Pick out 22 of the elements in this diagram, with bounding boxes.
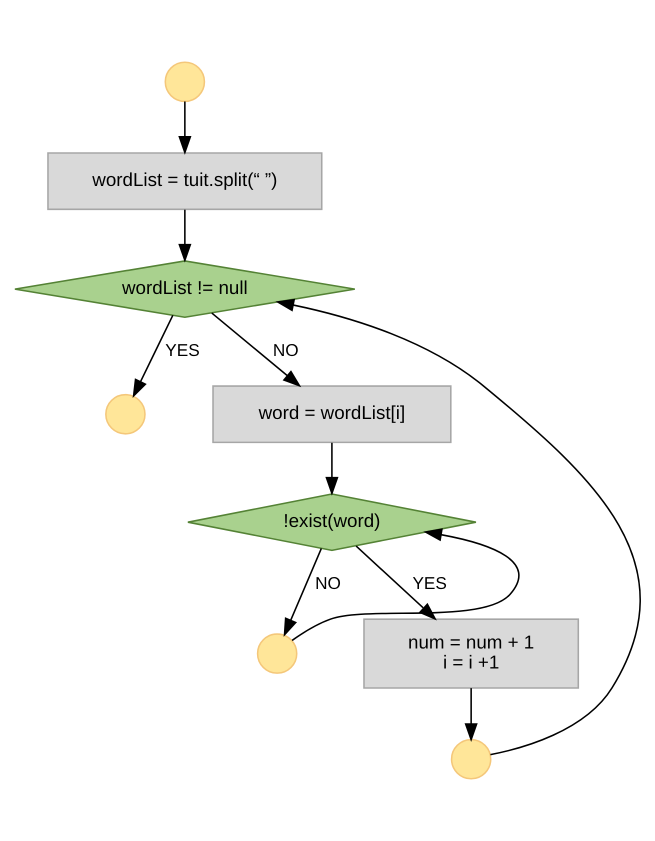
node-diamond: !exist(word) (187, 493, 477, 552)
arrow (178, 210, 192, 263)
arrow (284, 548, 322, 637)
arrow (211, 312, 302, 388)
edge-label: NO (272, 340, 299, 360)
arrow (292, 528, 520, 642)
node-circle (256, 633, 298, 674)
arrow (132, 315, 174, 398)
arrow (464, 688, 478, 742)
node-circle (164, 61, 206, 102)
node-box: word = wordList[i] (212, 385, 452, 444)
node-circle (450, 738, 492, 780)
node-circle (105, 394, 146, 435)
arrow (325, 442, 338, 496)
edge-label: YES (412, 573, 447, 594)
node-box: num = num + 1 i = i +1 (363, 618, 580, 689)
edge-label: YES (165, 340, 200, 360)
arrow (275, 298, 641, 756)
node-diamond: wordList != null (14, 260, 356, 318)
node-box: wordList = tuit.split(“ ”) (47, 152, 323, 210)
edge-label: NO (315, 573, 341, 594)
arrow (178, 101, 192, 155)
